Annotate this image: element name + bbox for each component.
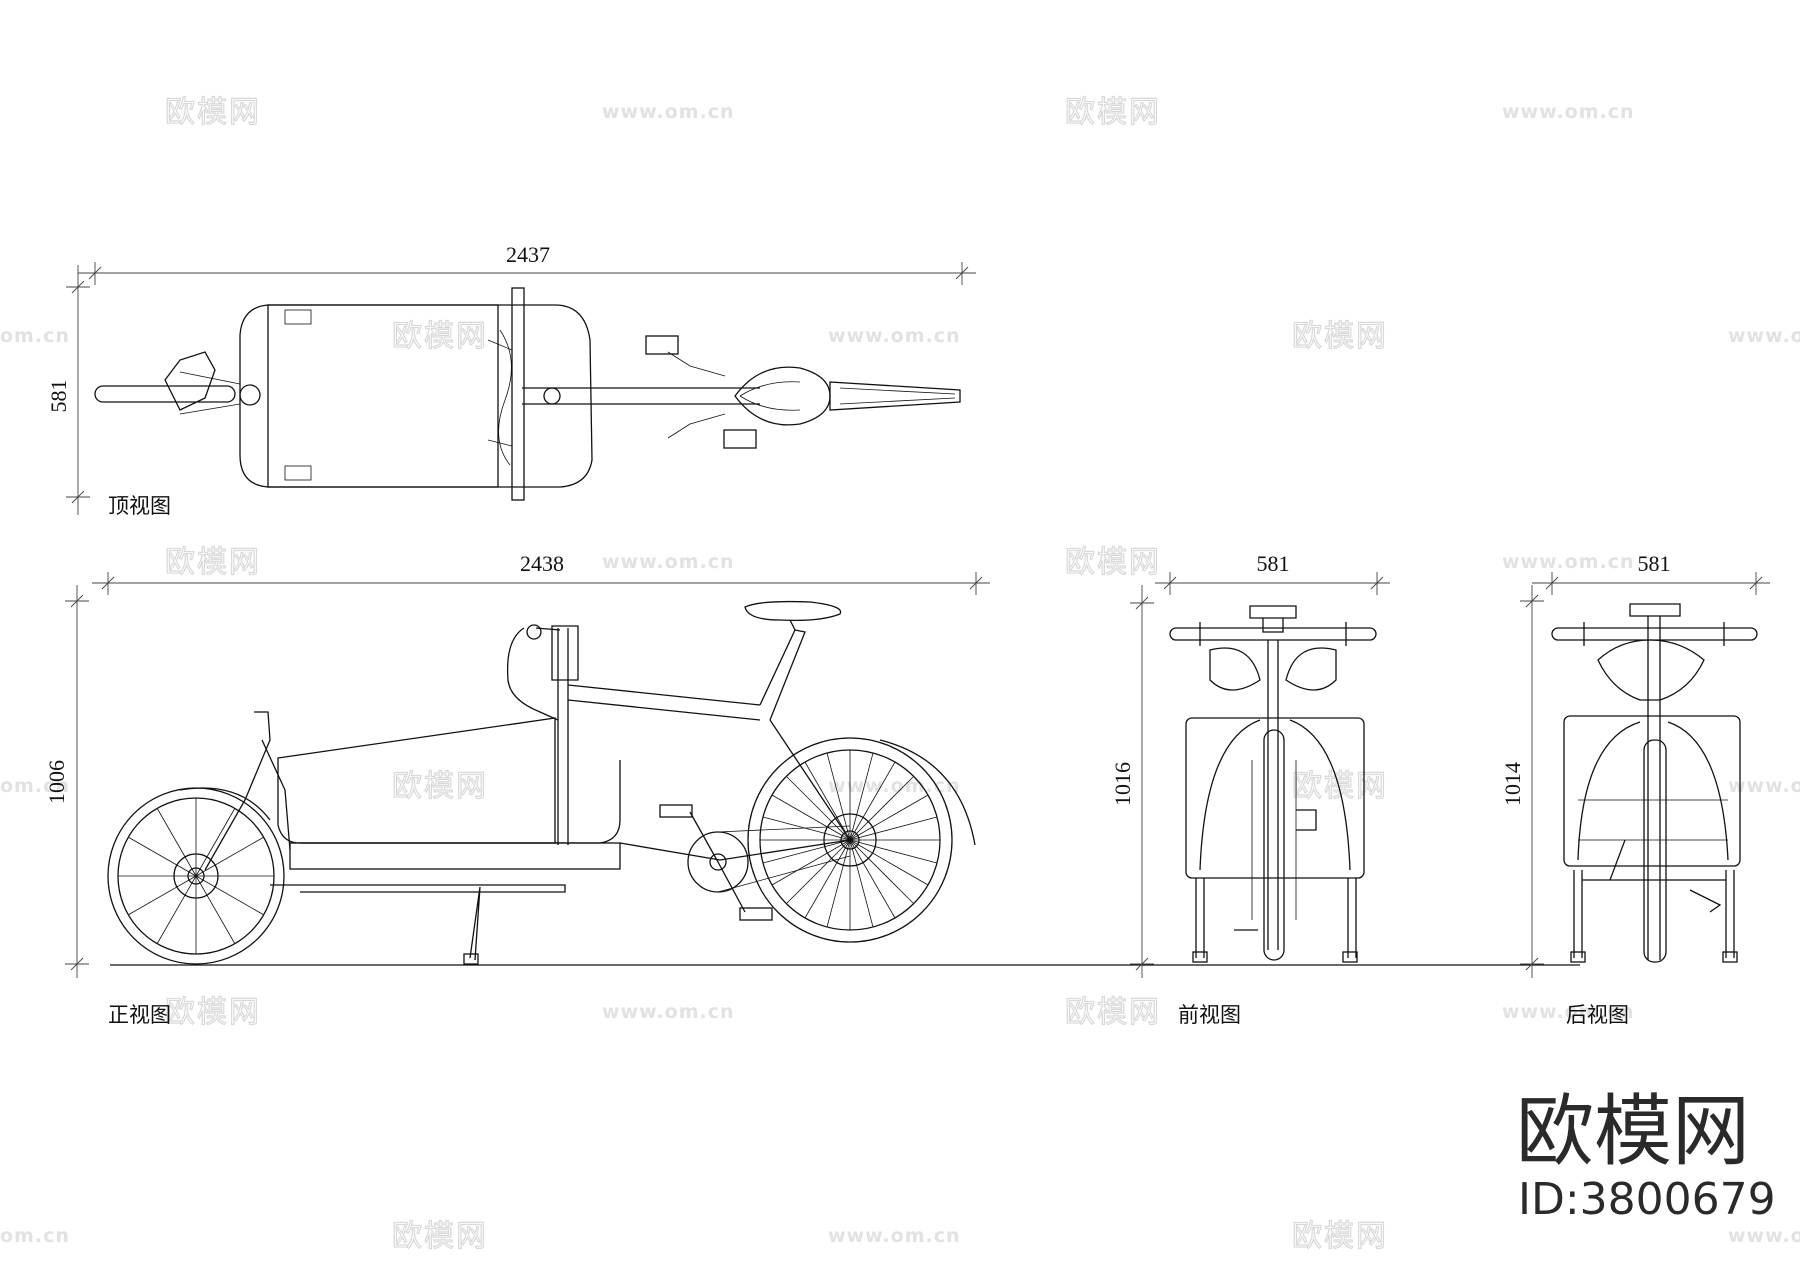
watermark-url: www.om.cn	[602, 101, 735, 123]
top-width-value: 581	[46, 380, 71, 413]
rear-view-label: 后视图	[1566, 1003, 1629, 1027]
watermark-text: 欧模网	[165, 545, 261, 580]
watermark-url: www.om.cn	[828, 325, 961, 347]
watermark-text: 欧模网	[392, 1219, 488, 1254]
watermark-url: www.om.cn	[828, 1225, 961, 1247]
watermark-url: www.om.cn	[1502, 1001, 1635, 1023]
rear-height-dimension: 1014	[1500, 585, 1544, 978]
watermark-layer: 欧模网 www.om.cn 欧模网 www.om.cn om.cn 欧模网 ww…	[0, 94, 1800, 1254]
rear-height-value: 1014	[1500, 762, 1525, 806]
side-length-dimension: 2438	[92, 551, 990, 595]
bike-rear-outline	[1551, 603, 1758, 963]
bike-side-outline	[107, 600, 976, 965]
top-width-dimension: 581	[46, 265, 90, 515]
rear-width-value: 581	[1638, 551, 1671, 576]
side-view: 2438 1006	[44, 551, 1580, 1027]
watermark-url: www.om.cn	[602, 1001, 735, 1023]
top-length-dimension: 2437	[78, 242, 976, 285]
side-length-value: 2438	[520, 551, 564, 576]
watermark-url: www.om.cn	[1502, 101, 1635, 123]
watermark-text: 欧模网	[392, 769, 488, 804]
watermark-url: om.cn	[0, 325, 70, 347]
side-view-label: 正视图	[108, 1003, 171, 1027]
front-view-label: 前视图	[1178, 1003, 1241, 1027]
watermark-text: 欧模网	[392, 319, 488, 354]
bike-top-outline	[94, 287, 961, 501]
brand-id-text: ID:3800679	[1518, 1174, 1776, 1225]
brand-logo-text: 欧模网	[1516, 1087, 1750, 1177]
watermark-text: 欧模网	[165, 95, 261, 130]
watermark-url: www.om.cn	[1502, 551, 1635, 573]
watermark-text: 欧模网	[1292, 1219, 1388, 1254]
side-height-dimension: 1006	[44, 585, 89, 978]
front-width-value: 581	[1257, 551, 1290, 576]
rear-width-dimension: 581	[1532, 551, 1770, 595]
side-height-value: 1006	[44, 760, 69, 804]
brand-block: 欧模网 ID:3800679	[1516, 1087, 1776, 1225]
top-view: 2437 581	[46, 242, 976, 518]
watermark-text: 欧模网	[1292, 319, 1388, 354]
bike-front-outline	[1169, 605, 1377, 963]
watermark-url: www.om.cn	[602, 551, 735, 573]
watermark-text: 欧模网	[1065, 95, 1161, 130]
watermark-url: www.om.cn	[1728, 1225, 1800, 1247]
watermark-text: 欧模网	[1292, 769, 1388, 804]
watermark-url: www.om.cn	[1728, 325, 1800, 347]
watermark-text: 欧模网	[165, 995, 261, 1030]
top-length-value: 2437	[506, 242, 550, 267]
rear-view: 581 1014	[1500, 551, 1770, 1027]
watermark-text: 欧模网	[1065, 995, 1161, 1030]
front-height-dimension: 1016	[1110, 585, 1154, 978]
watermark-url: om.cn	[0, 775, 70, 797]
front-view: 581 1016	[1110, 551, 1390, 1027]
front-height-value: 1016	[1110, 762, 1135, 806]
watermark-url: om.cn	[0, 1225, 70, 1247]
top-view-label: 顶视图	[108, 494, 171, 518]
watermark-url: www.om.cn	[1728, 775, 1800, 797]
watermark-url: www.om.cn	[828, 775, 961, 797]
front-width-dimension: 581	[1155, 551, 1390, 595]
watermark-text: 欧模网	[1065, 545, 1161, 580]
